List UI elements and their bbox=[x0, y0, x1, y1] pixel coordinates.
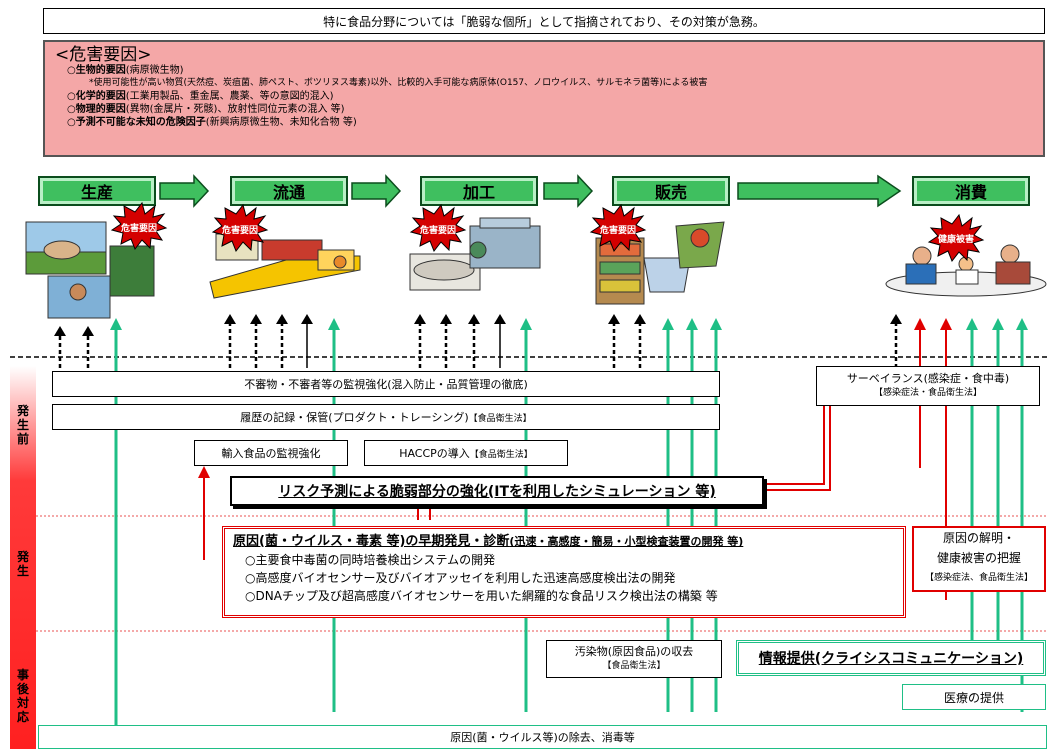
medical-care-text: 医療の提供 bbox=[943, 690, 1004, 705]
import-monitoring-box: 輸入食品の監視強化 bbox=[194, 440, 348, 466]
removal-box: 原因(菌・ウイルス等)の除去、消毒等 bbox=[38, 725, 1047, 749]
hazard-text-bio-note: *使用可能性が高い物質(天然痘、炭疽菌、肺ペスト、ボツリヌス毒素)以外、比較的入… bbox=[89, 78, 708, 88]
early-detection-subtitle: (迅速・高感度・簡易・小型検査装置の開発 等) bbox=[509, 535, 744, 548]
hazard-head-phys: ○物理的要因 bbox=[67, 104, 126, 115]
risk-prediction-box: リスク予測による脆弱部分の強化(ITを利用したシミュレーション 等) bbox=[230, 476, 764, 506]
hazard-title: <危害要因> bbox=[55, 45, 152, 65]
stage-processing: 加工 bbox=[420, 176, 538, 206]
traceability-text: 履歴の記録・保管(プロダクト・トレーシング) bbox=[240, 411, 469, 424]
burst-label-1: 危害要因 bbox=[120, 222, 157, 234]
hazard-factors-box: <危害要因> ○生物的要因(病原微生物) *使用可能性が高い物質(天然痘、炭疽菌… bbox=[43, 40, 1045, 157]
stage-label: 消費 bbox=[954, 183, 987, 202]
traceability-law: 【食品衛生法】 bbox=[468, 413, 532, 424]
burst-label-4: 危害要因 bbox=[599, 224, 636, 236]
traceability-box: 履歴の記録・保管(プロダクト・トレーシング)【食品衛生法】 bbox=[52, 404, 720, 430]
stage-sales: 販売 bbox=[612, 176, 730, 206]
hazard-text-chem: (工業用製品、重金属、農薬、等の意図的混入) bbox=[125, 91, 334, 102]
flow-arrow-4 bbox=[737, 174, 902, 208]
surveillance-box: サーベイランス(感染症・食中毒) 【感染症法・食品衛生法】 bbox=[816, 366, 1040, 406]
monitoring-box: 不審物・不審者等の監視強化(混入防止・品質管理の徹底) bbox=[52, 371, 720, 397]
phase-after-label: 事後対応 bbox=[16, 668, 29, 724]
early-detection-heading: 原因(菌・ウイルス・毒素 等)の早期発見・診断(迅速・高感度・簡易・小型検査装置… bbox=[233, 533, 895, 551]
cause-analysis-line-2: 健康被害の把握 bbox=[936, 551, 1021, 565]
top-note: 特に食品分野については「脆弱な個所」として指摘されており、その対策が急務。 bbox=[43, 8, 1045, 34]
flow-arrow-2 bbox=[351, 174, 402, 208]
hazard-line-3: ○化学的要因(工業用製品、重金属、農薬、等の意図的混入) bbox=[55, 90, 1033, 103]
hazard-head-unknown: ○予測不可能な未知の危険因子 bbox=[67, 117, 206, 128]
risk-prediction-text: リスク予測による脆弱部分の強化(ITを利用したシミュレーション 等) bbox=[278, 484, 716, 500]
damage-starburst bbox=[927, 213, 985, 262]
phase-sidebar bbox=[10, 366, 36, 749]
recall-text: 汚染物(原因食品)の収去 bbox=[574, 645, 694, 658]
stage-production: 生産 bbox=[38, 176, 156, 206]
surveillance-text: サーベイランス(感染症・食中毒) bbox=[846, 372, 1010, 385]
burst-label-3: 危害要因 bbox=[419, 224, 456, 236]
stage-label: 流通 bbox=[272, 183, 305, 202]
early-detection-item-3: ○DNAチップ及び超高感度バイオセンサーを用いた網羅的な食品リスク検出法の構築 … bbox=[245, 589, 718, 603]
phase-during-label: 発生 bbox=[16, 550, 29, 578]
crisis-communication-box: 情報提供(クライシスコミュニケーション) bbox=[736, 640, 1046, 676]
hazard-line-2: *使用可能性が高い物質(天然痘、炭疽菌、肺ペスト、ボツリヌス毒素)以外、比較的入… bbox=[55, 77, 1033, 90]
early-detection-item-1: ○主要食中毒菌の同時培養検出システムの開発 bbox=[245, 553, 496, 567]
production-clipart bbox=[25, 221, 155, 319]
hazard-line-5: ○予測不可能な未知の危険因子(新興病原微生物、未知化合物 等) bbox=[55, 116, 1033, 129]
hazard-starburst-2 bbox=[211, 203, 269, 252]
hazard-head-chem: ○化学的要因 bbox=[67, 91, 126, 102]
hazard-text-unknown: (新興病原微生物、未知化合物 等) bbox=[205, 117, 357, 128]
hazard-starburst-1 bbox=[110, 201, 168, 250]
cause-analysis-box: 原因の解明・ 健康被害の把握 【感染症法、食品衛生法】 bbox=[912, 526, 1046, 592]
stage-label: 生産 bbox=[80, 183, 113, 202]
recall-box: 汚染物(原因食品)の収去 【食品衛生法】 bbox=[546, 640, 722, 678]
burst-label-2: 危害要因 bbox=[221, 224, 258, 236]
medical-care-box: 医療の提供 bbox=[902, 684, 1046, 710]
early-detection-item-2: ○高感度バイオセンサー及びバイオアッセイを利用した迅速高感度検出法の開発 bbox=[245, 571, 676, 585]
haccp-law: 【食品衛生法】 bbox=[469, 449, 533, 460]
hazard-text-phys: (異物(金属片・死骸)、放射性同位元素の混入 等) bbox=[125, 104, 345, 115]
consumption-clipart bbox=[885, 244, 1047, 297]
cause-analysis-line-1: 原因の解明・ bbox=[942, 531, 1015, 545]
hazard-starburst-4 bbox=[589, 203, 647, 252]
hazard-starburst-3 bbox=[409, 203, 467, 252]
flow-arrow-3 bbox=[543, 174, 594, 208]
cause-analysis-law: 【感染症法、食品衛生法】 bbox=[924, 573, 1033, 583]
haccp-box: HACCPの導入【食品衛生法】 bbox=[364, 440, 568, 466]
stage-consumption: 消費 bbox=[912, 176, 1030, 206]
sales-clipart bbox=[595, 221, 725, 305]
stage-label: 加工 bbox=[462, 183, 495, 202]
burst-label-5: 健康被害 bbox=[938, 233, 974, 245]
top-note-text: 特に食品分野については「脆弱な個所」として指摘されており、その対策が急務。 bbox=[323, 14, 765, 29]
flow-arrow-1 bbox=[159, 174, 210, 208]
hazard-line-4: ○物理的要因(異物(金属片・死骸)、放射性同位元素の混入 等) bbox=[55, 103, 1033, 116]
import-monitoring-text: 輸入食品の監視強化 bbox=[221, 447, 321, 460]
processing-clipart bbox=[409, 217, 541, 291]
phase-before-label: 発生前 bbox=[16, 404, 29, 446]
early-detection-title: 原因(菌・ウイルス・毒素 等)の早期発見・診断 bbox=[233, 534, 510, 549]
haccp-text: HACCPの導入 bbox=[399, 447, 470, 460]
stage-label: 販売 bbox=[654, 183, 687, 202]
hazard-text-bio: (病原微生物) bbox=[125, 65, 184, 76]
recall-law: 【食品衛生法】 bbox=[602, 661, 666, 671]
hazard-head-bio: ○生物的要因 bbox=[67, 65, 126, 76]
hazard-line-1: ○生物的要因(病原微生物) bbox=[55, 64, 1033, 77]
stage-distribution: 流通 bbox=[230, 176, 348, 206]
distribution-clipart bbox=[209, 233, 361, 299]
surveillance-law: 【感染症法・食品衛生法】 bbox=[873, 388, 982, 398]
crisis-communication-text: 情報提供(クライシスコミュニケーション) bbox=[758, 651, 1024, 667]
monitoring-text: 不審物・不審者等の監視強化(混入防止・品質管理の徹底) bbox=[244, 378, 528, 391]
early-detection-box: 原因(菌・ウイルス・毒素 等)の早期発見・診断(迅速・高感度・簡易・小型検査装置… bbox=[222, 526, 906, 618]
removal-text: 原因(菌・ウイルス等)の除去、消毒等 bbox=[450, 731, 635, 744]
